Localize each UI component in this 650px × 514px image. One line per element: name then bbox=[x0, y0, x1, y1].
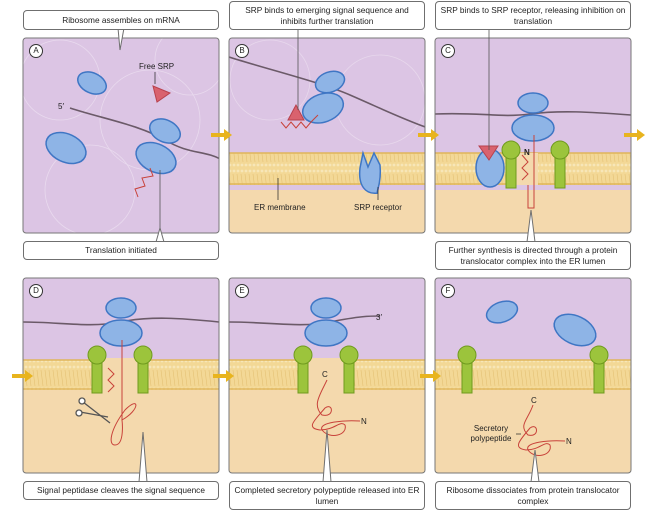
ribosome-small-subunit bbox=[310, 297, 342, 319]
mrna-strand bbox=[435, 110, 631, 117]
nascent-polypeptide bbox=[110, 340, 137, 446]
label-c-terminus: C bbox=[322, 370, 328, 379]
caption-f-bottom: Ribosome dissociates from protein transl… bbox=[435, 481, 631, 510]
caption-pointer bbox=[117, 27, 125, 51]
ribosome-small-subunit bbox=[485, 300, 519, 324]
signal-sequence bbox=[521, 154, 529, 181]
signal-sequence bbox=[280, 114, 319, 129]
arrow-right-icon bbox=[418, 129, 439, 141]
ribosome-large-subunit bbox=[511, 114, 555, 142]
er-lumen bbox=[23, 388, 219, 473]
panel-b bbox=[228, 28, 426, 234]
ribosome-large-subunit bbox=[99, 319, 143, 347]
label-free-srp: Free SRP bbox=[139, 62, 175, 71]
panel-letter-c: C bbox=[441, 44, 455, 58]
cleaved-signal-sequence bbox=[107, 367, 115, 393]
caption-pointer bbox=[526, 209, 536, 243]
caption-pointer bbox=[322, 429, 332, 483]
arrow-right-icon bbox=[420, 370, 441, 382]
secretory-polypeptide bbox=[517, 404, 566, 456]
srp-bound bbox=[287, 103, 305, 121]
srp-bound bbox=[478, 145, 499, 161]
nascent-polypeptide bbox=[527, 135, 535, 209]
scissors-icon bbox=[75, 397, 111, 424]
caption-b-top: SRP binds to emerging signal sequence an… bbox=[229, 1, 425, 30]
er-lumen bbox=[229, 190, 425, 233]
translocator-channel bbox=[501, 140, 570, 189]
ribosome-small-subunit bbox=[314, 70, 346, 94]
panel-d bbox=[22, 277, 220, 483]
er-lumen bbox=[435, 388, 631, 473]
label-c-terminus: C bbox=[531, 396, 537, 405]
ribosome-large-subunit bbox=[301, 92, 345, 124]
signal-sequence bbox=[134, 167, 154, 198]
translocator-channel bbox=[87, 345, 153, 394]
label-secretory-polypeptide: Secretory polypeptide bbox=[470, 424, 512, 443]
er-membrane bbox=[229, 153, 425, 185]
panel-letter-d: D bbox=[29, 284, 43, 298]
secretory-polypeptide bbox=[311, 379, 361, 436]
panel-e bbox=[228, 277, 426, 483]
label-n-terminus: N bbox=[566, 437, 572, 446]
panel-letter-b: B bbox=[235, 44, 249, 58]
ribosome-large-subunit bbox=[45, 131, 87, 165]
translocator-channel bbox=[457, 345, 609, 394]
arrow-right-icon bbox=[12, 370, 33, 382]
translocator-channel bbox=[293, 345, 359, 394]
label-five-prime: 5′ bbox=[58, 102, 64, 111]
mrna-strand bbox=[229, 56, 425, 129]
free-srp bbox=[152, 85, 172, 103]
caption-a-bottom: Translation initiated bbox=[23, 241, 219, 260]
label-three-prime: 3′ bbox=[376, 313, 382, 322]
arrow-right-icon bbox=[213, 370, 234, 382]
caption-pointer bbox=[530, 449, 540, 483]
caption-c-bottom: Further synthesis is directed through a … bbox=[435, 241, 631, 270]
panel-f bbox=[434, 277, 632, 483]
caption-pointer bbox=[155, 226, 165, 243]
ribosome-large-subunit bbox=[553, 313, 597, 347]
label-er-membrane: ER membrane bbox=[254, 203, 306, 212]
arrow-right-icon bbox=[211, 129, 232, 141]
caption-a-top: Ribosome assembles on mRNA bbox=[23, 10, 219, 30]
caption-d-bottom: Signal peptidase cleaves the signal sequ… bbox=[23, 481, 219, 500]
panel-c bbox=[434, 28, 632, 243]
flow-arrows bbox=[12, 129, 645, 382]
ribosome-large-subunit bbox=[304, 319, 348, 347]
panel-a bbox=[22, 27, 220, 243]
ribosome-large-subunit bbox=[135, 141, 177, 175]
label-n-terminus: N bbox=[524, 148, 530, 157]
caption-c-top: SRP binds to SRP receptor, releasing inh… bbox=[435, 1, 631, 30]
ribosome-small-subunit bbox=[105, 297, 137, 319]
panel-letter-e: E bbox=[235, 284, 249, 298]
panel-letter-f: F bbox=[441, 284, 455, 298]
caption-e-bottom: Completed secretory polypeptide released… bbox=[229, 481, 425, 510]
ribosome-small-subunit bbox=[77, 71, 107, 95]
ribosome-small-subunit bbox=[517, 92, 549, 114]
ribosome-small-subunit bbox=[149, 118, 181, 144]
panel-letter-a: A bbox=[29, 44, 43, 58]
arrow-right-icon bbox=[624, 129, 645, 141]
caption-pointer bbox=[138, 431, 148, 483]
label-n-terminus: N bbox=[361, 417, 367, 426]
label-srp-receptor: SRP receptor bbox=[354, 203, 402, 212]
